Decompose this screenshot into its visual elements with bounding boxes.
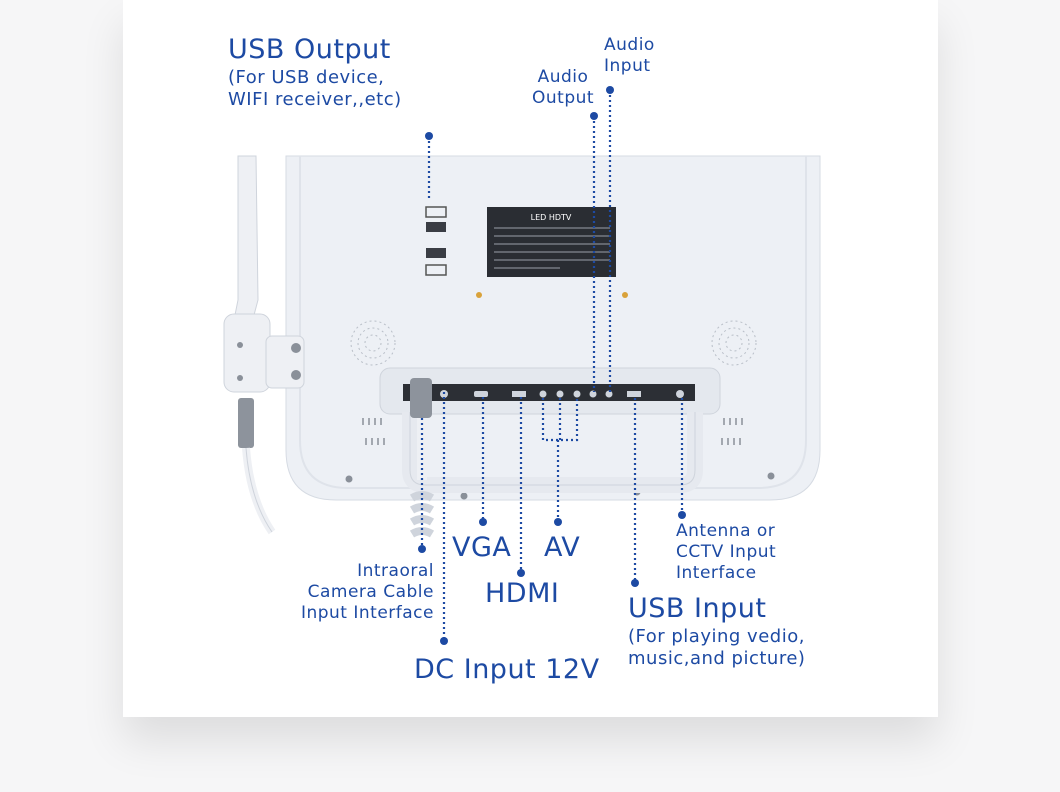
audio-input-callout: Audio Input [604, 35, 655, 77]
usb-input-line2: music,and picture) [628, 648, 806, 669]
vga-label: VGA [452, 532, 512, 563]
audio-output-line2: Output [532, 88, 595, 108]
intraoral-line1: Intraoral [357, 561, 434, 581]
plate-title: LED HDTV [531, 213, 572, 222]
antenna-line3: Interface [676, 563, 757, 583]
usb-output-line1: (For USB device, [228, 67, 385, 88]
antenna-line1: Antenna or [676, 521, 776, 541]
dc-input-label: DC Input 12V [414, 654, 600, 685]
usb-output-title: USB Output [228, 34, 391, 65]
leader-dots [418, 86, 686, 645]
usb-output-callout: USB Output (For USB device, WIFI receive… [228, 33, 402, 111]
intraoral-line2: Camera Cable [307, 582, 434, 602]
usb-output-ports [425, 206, 447, 276]
av-label: AV [544, 532, 581, 563]
connector-strip [379, 367, 721, 415]
usb-input-line1: (For playing vedio, [628, 626, 805, 647]
audio-output-line1: Audio [537, 67, 589, 87]
hdmi-label: HDMI [485, 578, 560, 609]
usb-input-callout: USB Input (For playing vedio, music,and … [628, 592, 805, 670]
intraoral-callout: Intraoral Camera Cable Input Interface [276, 561, 434, 624]
antenna-line2: CCTV Input [676, 542, 777, 562]
antenna-callout: Antenna or CCTV Input Interface [676, 521, 776, 584]
camera-holder [223, 155, 305, 535]
audio-input-line1: Audio [604, 35, 655, 55]
audio-input-line2: Input [604, 56, 651, 76]
leader-lines [420, 90, 684, 640]
info-plate: LED HDTV [487, 207, 616, 277]
audio-output-callout: Audio Output [532, 67, 594, 109]
usb-input-title: USB Input [628, 593, 767, 624]
vent-slots [362, 418, 743, 445]
speaker-grille-left [350, 320, 396, 366]
intraoral-line3: Input Interface [300, 603, 434, 623]
speaker-grille-right [711, 320, 757, 366]
usb-output-line2: WIFI receiver,,etc) [228, 89, 402, 110]
